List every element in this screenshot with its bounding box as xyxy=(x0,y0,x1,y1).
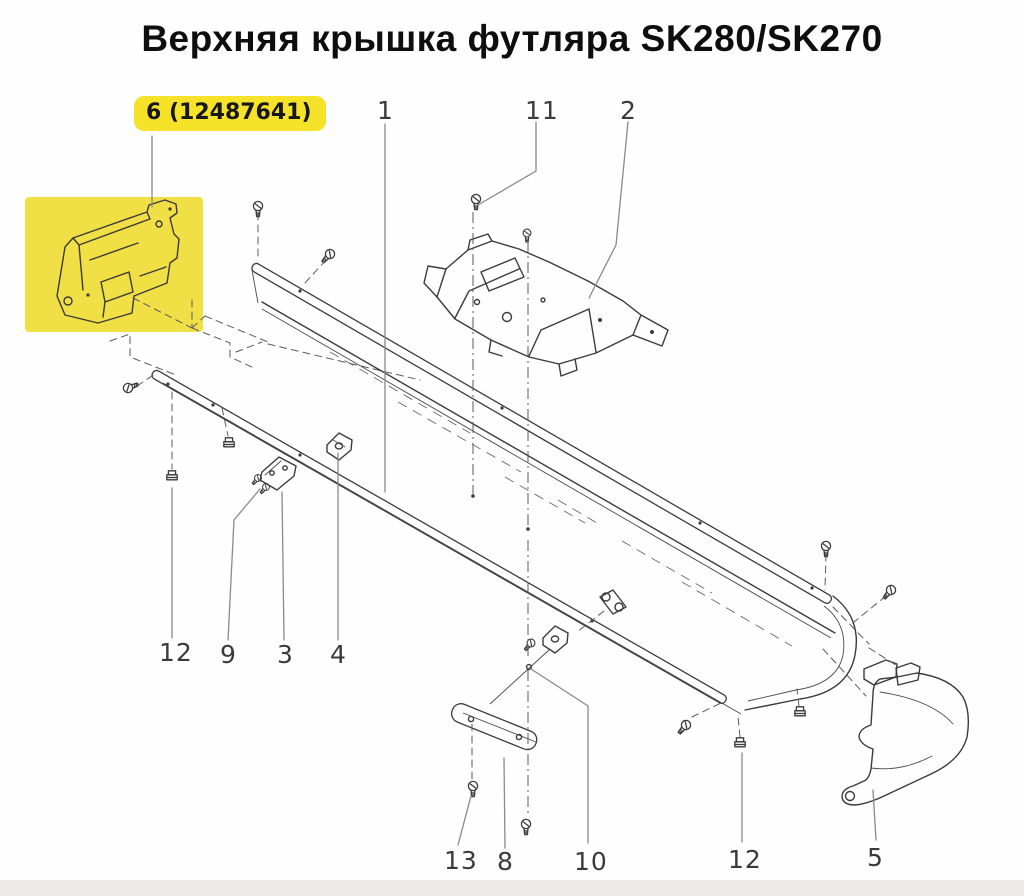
scan-edge-shadow xyxy=(0,880,1024,896)
pin xyxy=(675,717,694,737)
nut xyxy=(734,737,746,748)
construction-lines xyxy=(136,212,900,816)
screw xyxy=(522,228,532,243)
callout-13: 13 xyxy=(444,846,478,875)
callout-4: 4 xyxy=(330,640,347,669)
part-8-plate xyxy=(450,703,538,751)
callout-10: 10 xyxy=(574,847,608,876)
callout-5: 5 xyxy=(867,843,884,872)
callout-11: 11 xyxy=(525,96,559,125)
middle-clamp xyxy=(542,625,569,654)
callout-9: 9 xyxy=(220,640,237,669)
screw xyxy=(467,780,479,798)
callout-2: 2 xyxy=(620,96,637,125)
callout-1: 1 xyxy=(377,96,394,125)
nut xyxy=(794,706,806,717)
nut xyxy=(223,437,235,448)
screw xyxy=(121,379,141,395)
screw xyxy=(521,636,538,653)
page-title: Верхняя крышка футляра SK280/SK270 xyxy=(141,18,883,59)
middle-boss-bracket xyxy=(599,589,627,615)
top-cover-tray xyxy=(151,262,858,715)
leader-lines xyxy=(151,121,877,849)
callout-12-right: 12 xyxy=(728,845,762,874)
highlighted-part-badge[interactable]: 6 (12487641) xyxy=(134,96,326,131)
screw xyxy=(470,193,482,211)
part-6-bracket xyxy=(56,199,180,324)
callout-8: 8 xyxy=(497,847,514,876)
screw xyxy=(318,246,338,266)
part-6-highlight-region xyxy=(25,197,203,332)
part-5-handle xyxy=(841,659,970,806)
callout-3: 3 xyxy=(277,640,294,669)
callout-labels: 1 11 2 12 9 3 4 13 8 10 12 5 xyxy=(159,96,884,876)
screw xyxy=(520,818,532,836)
part-2-hinge-plate xyxy=(423,233,669,377)
callout-12-left: 12 xyxy=(159,638,193,667)
part-4-clamp xyxy=(326,432,353,461)
nut xyxy=(166,470,178,481)
part-3-bracket xyxy=(259,456,297,491)
part-6-projection-dashes xyxy=(109,297,421,381)
